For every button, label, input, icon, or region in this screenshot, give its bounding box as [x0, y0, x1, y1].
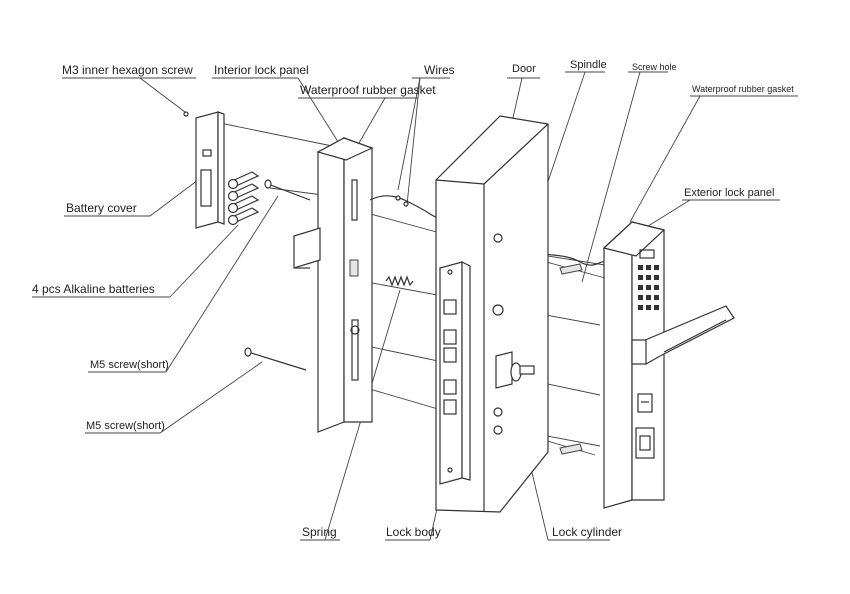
m5-screws [244, 179, 311, 371]
lock-body [439, 261, 471, 485]
keypad [638, 265, 659, 310]
label-m5-screw-1: M5 screw(short) [90, 359, 169, 371]
label-battery-cover: Battery cover [66, 201, 137, 215]
leader-lines [32, 71, 798, 541]
label-spindle: Spindle [570, 59, 607, 71]
interior-lock-panel [293, 136, 374, 433]
labels: M3 inner hexagon screw Interior lock pan… [32, 59, 794, 539]
lock-cylinder [495, 351, 535, 389]
label-gasket-inner: Waterproof rubber gasket [300, 83, 436, 97]
label-m3-screw: M3 inner hexagon screw [62, 63, 193, 77]
batteries [227, 171, 260, 226]
label-interior-panel: Interior lock panel [214, 63, 309, 77]
exterior-lock-panel [602, 220, 735, 509]
label-m5-screw-2: M5 screw(short) [86, 420, 165, 432]
battery-cover [183, 111, 225, 229]
label-spring: Spring [302, 525, 337, 539]
label-screw-hole: Screw hole [632, 62, 677, 72]
label-lock-body: Lock body [386, 525, 441, 539]
label-wires: Wires [424, 63, 455, 77]
spring [385, 275, 414, 287]
screw-hole-posts [559, 263, 583, 455]
label-batteries: 4 pcs Alkaline batteries [32, 282, 155, 296]
label-gasket-outer: Waterproof rubber gasket [692, 84, 794, 94]
label-lock-cylinder: Lock cylinder [552, 525, 622, 539]
label-door: Door [512, 63, 536, 75]
label-exterior-panel: Exterior lock panel [684, 187, 775, 199]
